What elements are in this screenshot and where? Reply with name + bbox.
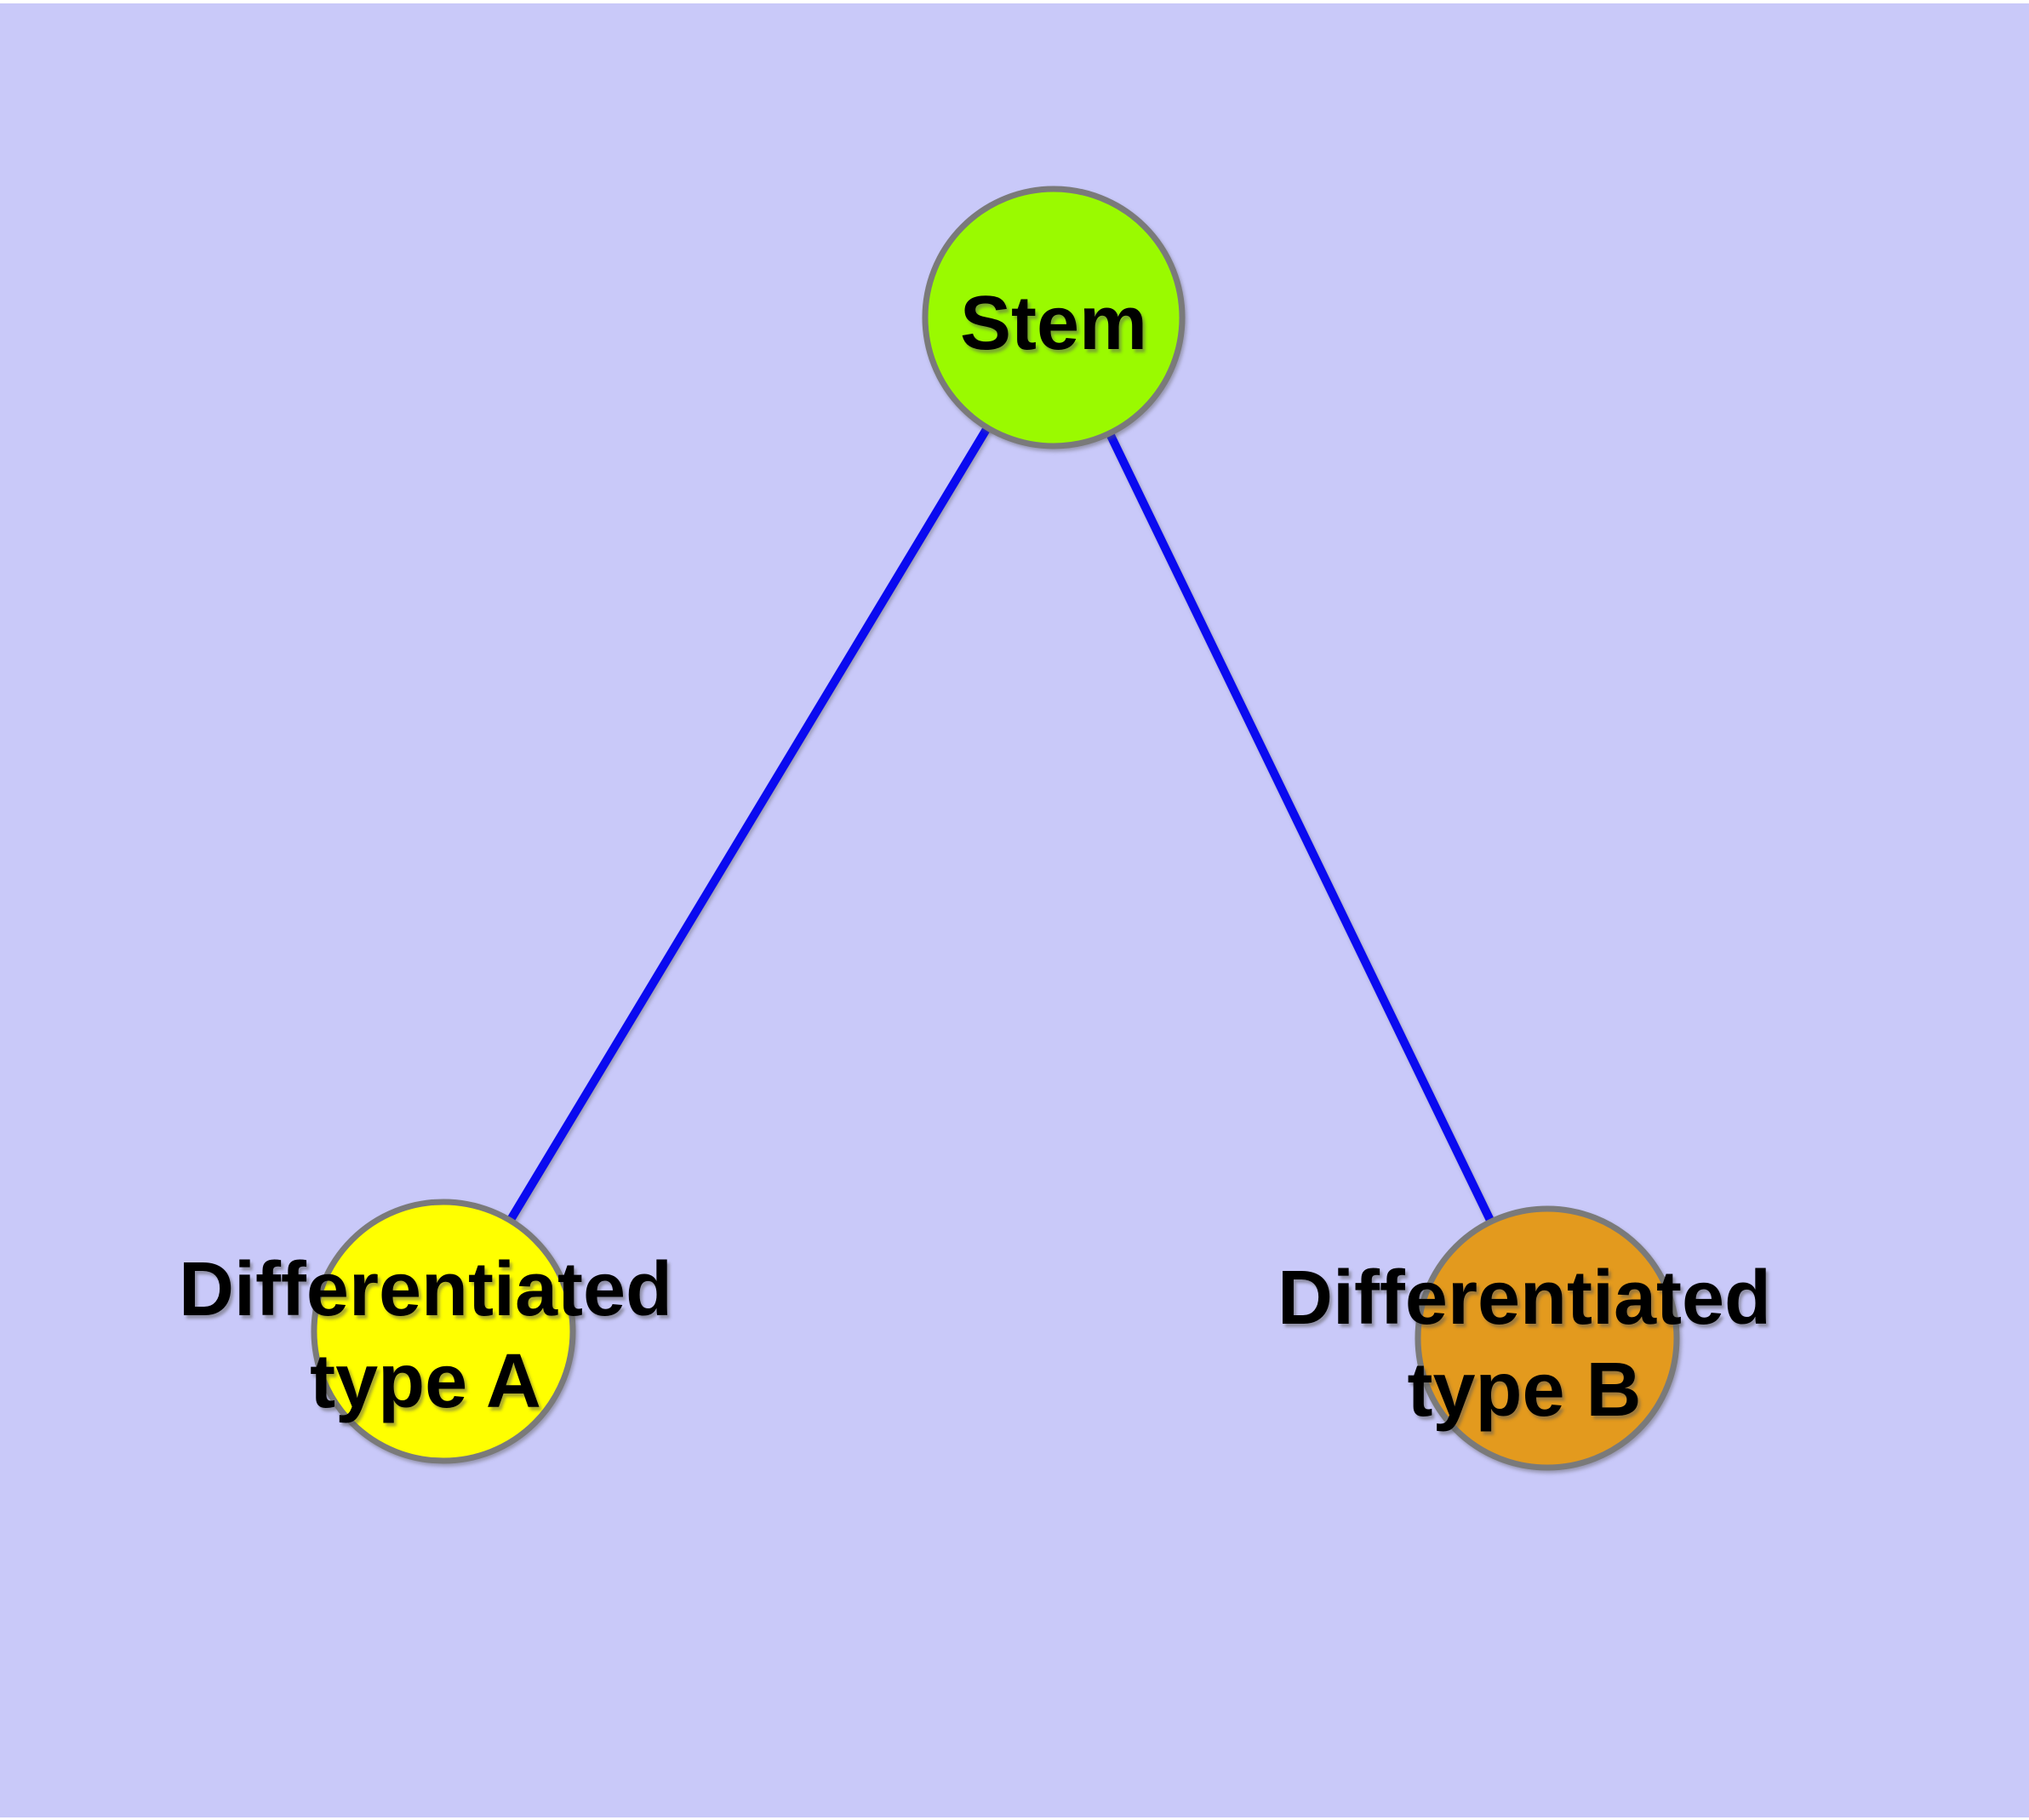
node-type-a-label-line2: type A <box>310 1339 541 1424</box>
node-stem-circle <box>922 186 1186 449</box>
node-type-a-label-line1: Differentiated <box>179 1247 672 1332</box>
edge-stem-to-type-a <box>439 315 1058 1334</box>
node-type-a-circle <box>311 1199 576 1464</box>
node-type-b-circle <box>1415 1205 1680 1471</box>
node-type-b-label-line2: type B <box>1407 1348 1641 1433</box>
edge-stem-to-type-b <box>1049 315 1552 1341</box>
node-type-b-label-line1: Differentiated <box>1277 1256 1771 1341</box>
node-stem-label: Stem <box>960 281 1147 366</box>
